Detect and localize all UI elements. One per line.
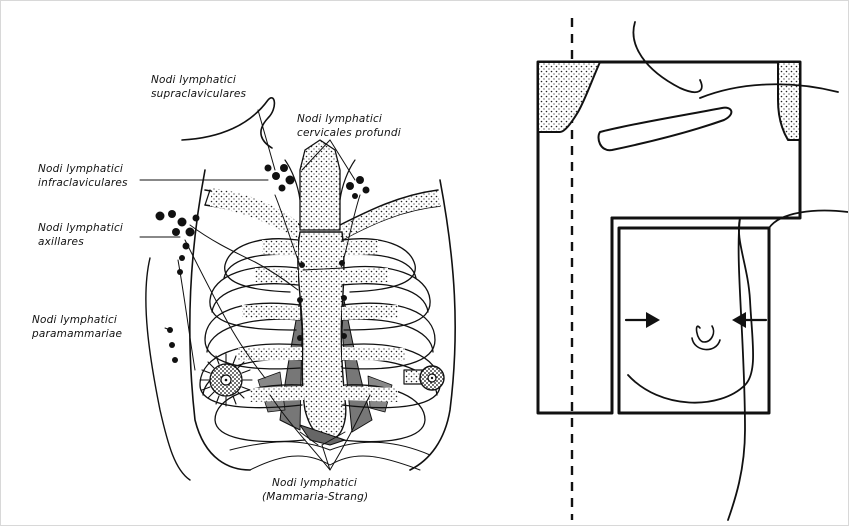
compression-device-diagram [538, 18, 848, 520]
paramammary-nodes [167, 327, 178, 363]
label-supraclavicular: Nodi lymphatici supraclaviculares [151, 74, 247, 100]
compression-arrow-left [626, 312, 660, 328]
label-cervical-line2: cervicales profundi [297, 127, 401, 139]
label-cervical: Nodi lymphatici cervicales profundi [297, 113, 401, 139]
label-paramammary: Nodi lymphatici paramammariae [31, 314, 122, 340]
label-mammaria-line1: Nodi lymphatici [272, 477, 357, 489]
clavicle-shape [599, 108, 732, 151]
label-supraclavicular-line2: supraclaviculares [151, 88, 247, 100]
trachea [300, 140, 340, 230]
neck-contour [182, 98, 274, 148]
label-infraclavicular-line2: infraclaviculares [38, 177, 128, 189]
corner-pad-right [778, 62, 800, 140]
label-infraclavicular: Nodi lymphatici infraclaviculares [38, 163, 128, 189]
label-mammaria-line2: (Mammaria-Strang) [262, 491, 368, 503]
lymphatic-chest-diagram: Nodi lymphatici supraclaviculares Nodi l… [31, 74, 455, 503]
label-infraclavicular-line1: Nodi lymphatici [38, 163, 123, 175]
label-supraclavicular-line1: Nodi lymphatici [151, 74, 236, 86]
corner-pad-left [538, 62, 600, 132]
label-axillary-line1: Nodi lymphatici [38, 222, 123, 234]
right-nipple [404, 366, 444, 390]
label-paramammary-line1: Nodi lymphatici [32, 314, 117, 326]
compression-arrow-right [732, 312, 766, 328]
label-cervical-line1: Nodi lymphatici [297, 113, 382, 125]
label-axillary: Nodi lymphatici axillares [38, 222, 123, 248]
label-paramammary-line2: paramammariae [31, 328, 122, 340]
label-mammaria: Nodi lymphatici (Mammaria-Strang) [262, 477, 368, 503]
cervical-nodes [346, 176, 370, 199]
label-axillary-line2: axillares [38, 236, 84, 248]
nipple-symbol [692, 326, 720, 350]
ribcage-outline [190, 170, 250, 470]
sternum [298, 232, 346, 440]
breast-contour [769, 211, 848, 228]
left-breast-areola [200, 354, 252, 406]
